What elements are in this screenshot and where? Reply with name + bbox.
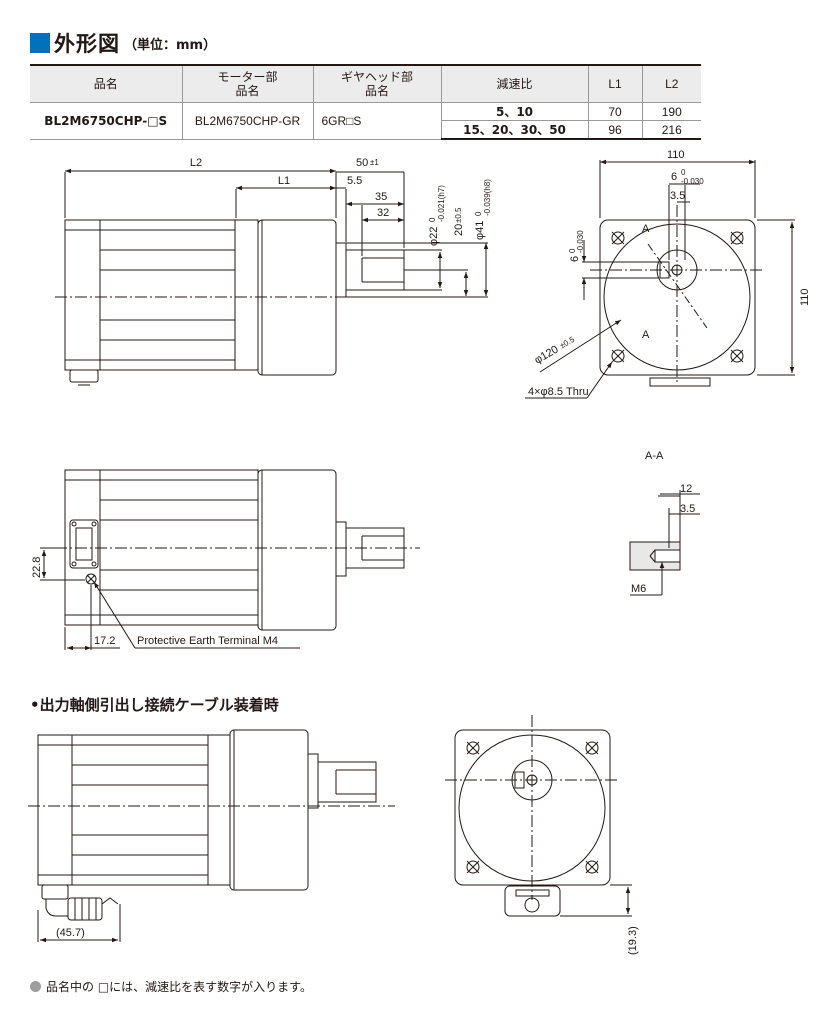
dim-17-2: 17.2 [94, 635, 115, 647]
footnote-text: 品名中の □には、減速比を表す数字が入ります。 [46, 980, 312, 994]
dim-45-7: (45.7) [56, 927, 85, 939]
dim-6-tol: -0.030 [681, 177, 704, 186]
bolt-hole-icon [466, 741, 599, 874]
dim-l1: L1 [278, 175, 290, 187]
motor-with-cable-front [28, 729, 395, 943]
blue-square-icon [30, 33, 50, 53]
col-gear: ギヤヘッド部品名 [312, 65, 442, 103]
cell-l2: 190 [641, 102, 701, 121]
svg-text:-0.039(h8): -0.039(h8) [483, 179, 492, 216]
col-motor: モーター部品名 [181, 65, 314, 103]
dim-5-5: 5.5 [347, 175, 362, 187]
svg-text:20: 20 [453, 224, 465, 236]
dim-6: 6 [671, 171, 677, 183]
dim-110-top: 110 [667, 149, 685, 161]
section-mark-a-top: A [642, 223, 650, 235]
dim-110-side: 110 [799, 288, 811, 306]
cell-l1: 96 [587, 120, 643, 140]
cell-motor: BL2M6750CHP-GR [181, 102, 314, 140]
col-l1: L1 [587, 65, 643, 103]
dim-3-5-section: 3.5 [680, 503, 695, 515]
svg-text:6: 6 [569, 256, 581, 262]
svg-text:(19.3): (19.3) [627, 926, 639, 955]
dim-12: 12 [680, 483, 692, 495]
dim-20: 20 ±0.5 [453, 207, 465, 236]
dim-l2: L2 [190, 157, 202, 169]
dim-phi22: φ22 0 -0.021(h7) [428, 185, 446, 246]
svg-text:φ41: φ41 [474, 221, 486, 240]
dim-50-tol: ±1 [370, 158, 379, 167]
dim-6-tol0: 0 [681, 168, 686, 177]
svg-text:φ22: φ22 [428, 227, 440, 246]
flange-side-view [590, 205, 765, 387]
dim-phi120: φ120 ±0.5 [533, 335, 577, 367]
motor-bottom-view [55, 469, 420, 631]
dim-50: 50 [356, 157, 368, 169]
dim-m6: M6 [631, 583, 646, 595]
svg-text:22.8: 22.8 [31, 557, 43, 578]
cell-l2: 216 [641, 120, 701, 140]
side-view-dimensions [525, 159, 795, 399]
cable-section-title: •出力軸側引出し接続ケーブル装着時 [30, 696, 279, 714]
spec-table: 品名 モーター部品名 ギヤヘッド部品名 減速比 L1 L2 BL2M6750CH… [30, 64, 701, 140]
dim-22-8: 22.8 [31, 557, 43, 578]
section-aa-label: A-A [645, 450, 664, 462]
dim-35: 35 [375, 191, 387, 203]
table-row: 15、20、30、50 96 216 [30, 120, 701, 140]
cell-model: BL2M6750CHP-□S [30, 102, 183, 140]
cell-ratio: 5、10 [440, 102, 589, 121]
bolt-hole-icon [611, 231, 744, 363]
svg-text:0: 0 [428, 217, 437, 222]
dim-19-3: (19.3) [627, 926, 639, 955]
footnote: 品名中の □には、減速比を表す数字が入ります。 [30, 978, 312, 995]
svg-text:±0.5: ±0.5 [558, 335, 576, 351]
svg-text:110: 110 [799, 288, 811, 306]
section-header: 外形図 （単位：mm） [30, 30, 216, 56]
svg-text:0: 0 [568, 248, 577, 253]
dim-32: 32 [377, 207, 389, 219]
svg-text:φ120: φ120 [533, 343, 561, 366]
section-mark-a-bottom: A [642, 329, 650, 341]
table-row: BL2M6750CHP-□S BL2M6750CHP-GR 6GR□S 5、10… [30, 102, 701, 140]
table-header-row: 品名 モーター部品名 ギヤヘッド部品名 減速比 L1 L2 [30, 65, 701, 103]
svg-text:-0.021(h7): -0.021(h7) [437, 185, 446, 222]
dim-3-5: 3.5 [670, 190, 685, 202]
pe-terminal-label: Protective Earth Terminal M4 [137, 635, 278, 647]
col-model: 品名 [30, 65, 183, 103]
svg-text:±0.5: ±0.5 [454, 207, 463, 223]
bullet-icon [30, 981, 41, 992]
dim-6-vertical: 6 0 -0.030 [568, 230, 585, 262]
dim-holes: 4×φ8.5 Thru [528, 386, 589, 398]
cell-gear: 6GR□S [312, 102, 442, 140]
unit-label: （単位：mm） [124, 37, 217, 53]
cell-ratio: 15、20、30、50 [441, 120, 589, 140]
page-title: 外形図 [54, 32, 120, 56]
motor-front-view [55, 219, 420, 386]
front-view-dimensions [64, 168, 489, 298]
dim-phi41: φ41 0 -0.039(h8) [474, 179, 492, 240]
col-l2: L2 [641, 65, 701, 103]
motor-with-cable-side [445, 715, 632, 917]
bottom-view-dimensions [40, 547, 300, 651]
section-aa-view [629, 490, 700, 596]
svg-text:-0.030: -0.030 [576, 230, 585, 253]
svg-text:0: 0 [474, 211, 483, 216]
